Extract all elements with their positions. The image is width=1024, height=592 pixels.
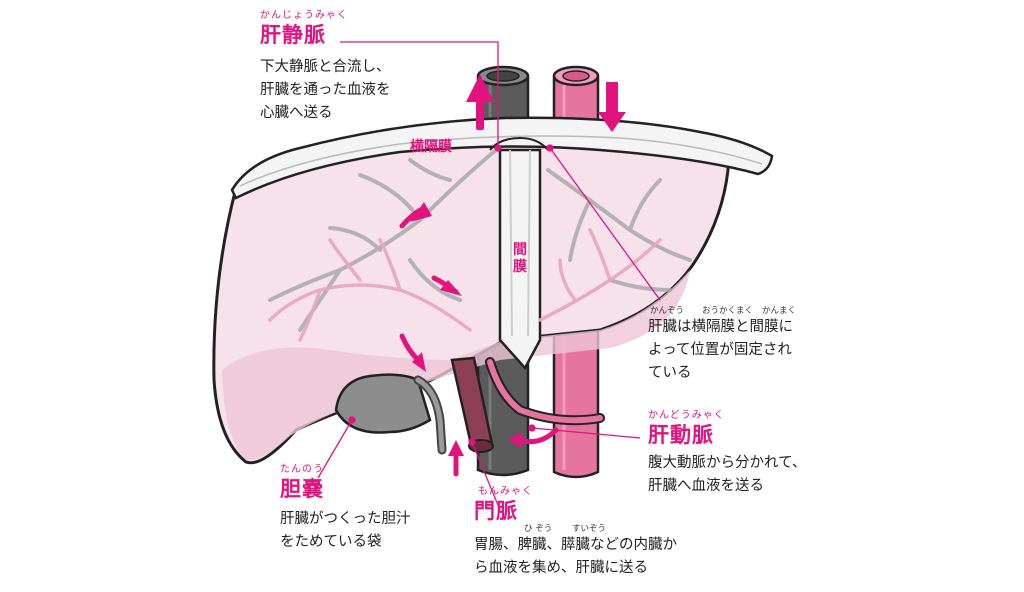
gallbladder-description: 肝臓がつくった胆汁 をためている袋 xyxy=(280,511,411,550)
diaphragm xyxy=(230,116,774,200)
hepatic-artery-ruby: かんどうみゃく xyxy=(648,410,725,421)
mesentery-ligament xyxy=(489,136,549,371)
hepatic-vein-label: かんじょうみゃく 肝静脈 下大静脈と合流し、 肝臓を通った血液を 心臓へ送る xyxy=(260,10,391,125)
ruby-hizou: ひ ぞう xyxy=(524,524,553,534)
leader-lines xyxy=(317,41,661,511)
fixation-note: かんぞう おうかくまく かんまく 肝臓は横隔膜と間膜に よって位置が固定され て… xyxy=(648,306,797,385)
portal-vein-description: 胃腸、脾臓、膵臓などの内臓か ら血液を集め、肝臓に送る xyxy=(474,537,677,576)
gallbladder-label: たんのう 胆嚢 肝臓がつくった胆汁 をためている袋 xyxy=(280,464,411,554)
fixation-description: 肝臓は横隔膜と間膜に よって位置が固定され ている xyxy=(648,319,793,381)
artery-branches xyxy=(268,228,662,342)
hepatic-artery-label: かんどうみゃく 肝動脈 腹大動脈から分かれて、 肝臓へ血液を送る xyxy=(648,410,806,498)
ruby-oukakumaku: おうかくまく xyxy=(702,306,754,316)
hepatic-vein-branches xyxy=(268,148,692,332)
hepatic-artery-description: 腹大動脈から分かれて、 肝臓へ血液を送る xyxy=(648,455,807,494)
mesentery-label: 間膜 xyxy=(513,242,527,275)
gallbladder-title: 胆嚢 xyxy=(280,477,324,501)
hepatic-vein-description: 下大静脈と合流し、 肝臓を通った血液を 心臓へ送る xyxy=(260,59,391,121)
ruby-suizou: すいぞう xyxy=(572,524,607,534)
diaphragm-label: 横隔膜 xyxy=(410,139,452,155)
portal-vein-ruby: もんみゃく xyxy=(478,486,533,497)
gallbladder-ruby: たんのう xyxy=(280,464,324,475)
ruby-kanmaku: かんまく xyxy=(762,306,797,316)
portal-vein-title: 門脈 xyxy=(474,499,518,523)
gallbladder xyxy=(334,373,447,455)
hepatic-vein-title: 肝静脈 xyxy=(260,23,326,47)
hepatic-vein-ruby: かんじょうみゃく xyxy=(260,10,348,21)
ruby-kanzou: かんぞう xyxy=(650,306,685,316)
portal-vein-label: もんみゃく 門脈 ひ ぞう すいぞう 胃腸、脾臓、膵臓などの内臓か ら血液を集め… xyxy=(474,486,677,580)
hepatic-artery-vessel xyxy=(485,357,605,426)
hepatic-artery-title: 肝動脈 xyxy=(648,423,714,447)
flow-arrows xyxy=(399,74,626,477)
